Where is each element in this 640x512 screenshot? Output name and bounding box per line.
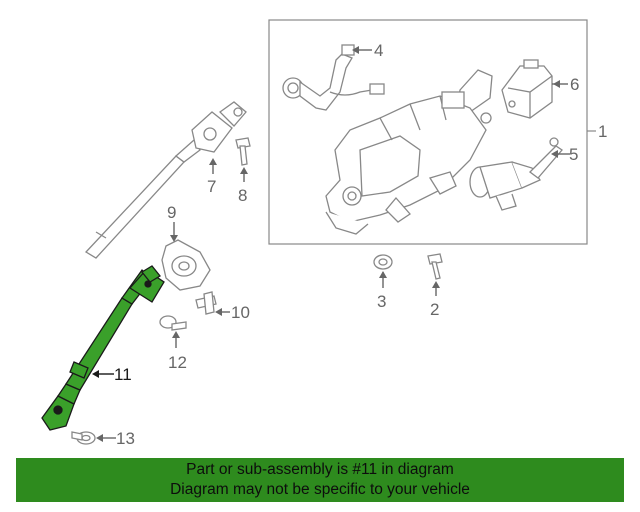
part-11-lower-shaft: [41, 265, 165, 431]
callout-1: 1: [598, 122, 607, 141]
part-8-bolt: [235, 137, 251, 166]
callout-2: 2: [430, 300, 439, 319]
part-2-bolt: [427, 253, 443, 280]
part-10-bolt: [195, 291, 217, 315]
part-6-switch: [501, 59, 553, 119]
info-banner: Part or sub-assembly is #11 in diagram D…: [16, 458, 624, 502]
part-13-bolt: [71, 431, 96, 445]
callout-11: 11: [114, 365, 132, 384]
callout-8: 8: [238, 186, 247, 205]
part-7-upper-shaft: [84, 101, 247, 259]
callout-6: 6: [570, 75, 579, 94]
callout-7: 7: [207, 177, 216, 196]
assembly-box: [268, 19, 588, 245]
banner-line-1: Part or sub-assembly is #11 in diagram: [186, 461, 454, 478]
part-9-seal: [161, 239, 211, 291]
callout-4: 4: [374, 41, 383, 60]
callout-12: 12: [168, 353, 187, 372]
part-3-washer: [373, 254, 393, 270]
part-12-bolt: [159, 315, 187, 331]
callout-13: 13: [116, 429, 135, 448]
callout-9: 9: [167, 203, 176, 222]
banner-line-2: Diagram may not be specific to your vehi…: [170, 481, 470, 498]
callout-10: 10: [231, 303, 250, 322]
callout-3: 3: [377, 292, 386, 311]
callout-5: 5: [569, 145, 578, 164]
part-1-steering-column: [325, 69, 493, 235]
part-5-actuator: [469, 137, 563, 211]
part-4-harness: [282, 44, 385, 111]
